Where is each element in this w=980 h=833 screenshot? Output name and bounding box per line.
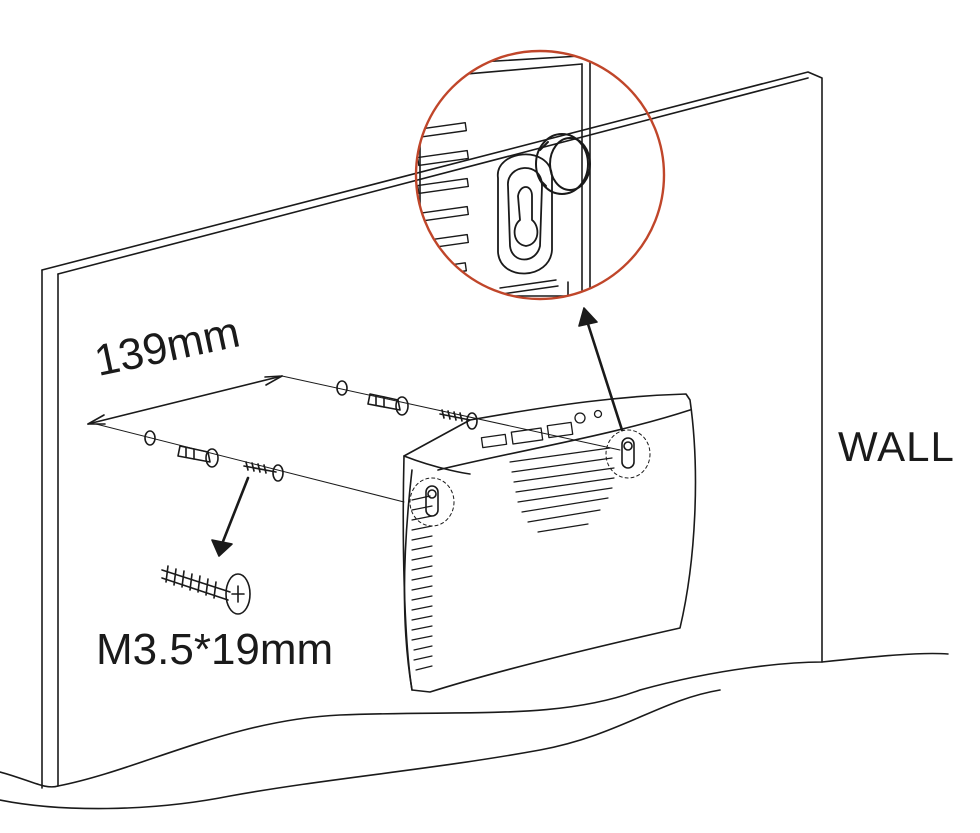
screw-icon [161, 565, 251, 615]
keyhole-detail-magnifier [414, 49, 666, 301]
keyhole-slot-icon [605, 429, 651, 479]
drill-hole-left [144, 430, 156, 446]
wall-plug-icon [177, 445, 219, 468]
router-device [402, 393, 697, 693]
left-fixing [144, 430, 284, 482]
front-vents [509, 447, 615, 533]
keyhole-slot-icon [409, 477, 455, 527]
wall-panel [0, 71, 949, 810]
right-fixing [336, 380, 478, 430]
wall-plug-icon [367, 393, 409, 416]
mounting-screw-head [535, 133, 591, 195]
drill-hole-right [336, 380, 348, 396]
spacing-dimension [87, 375, 621, 503]
screw-size-label: M3.5*19mm [96, 625, 334, 674]
screw-icon [243, 461, 284, 482]
side-vents [411, 495, 433, 671]
screw-detail-arrow [211, 476, 250, 557]
rear-ports [480, 409, 603, 449]
keyhole-slot-icon [497, 153, 553, 275]
wall-label: WALL [838, 423, 955, 470]
zoom-detail-arrow [578, 307, 624, 432]
